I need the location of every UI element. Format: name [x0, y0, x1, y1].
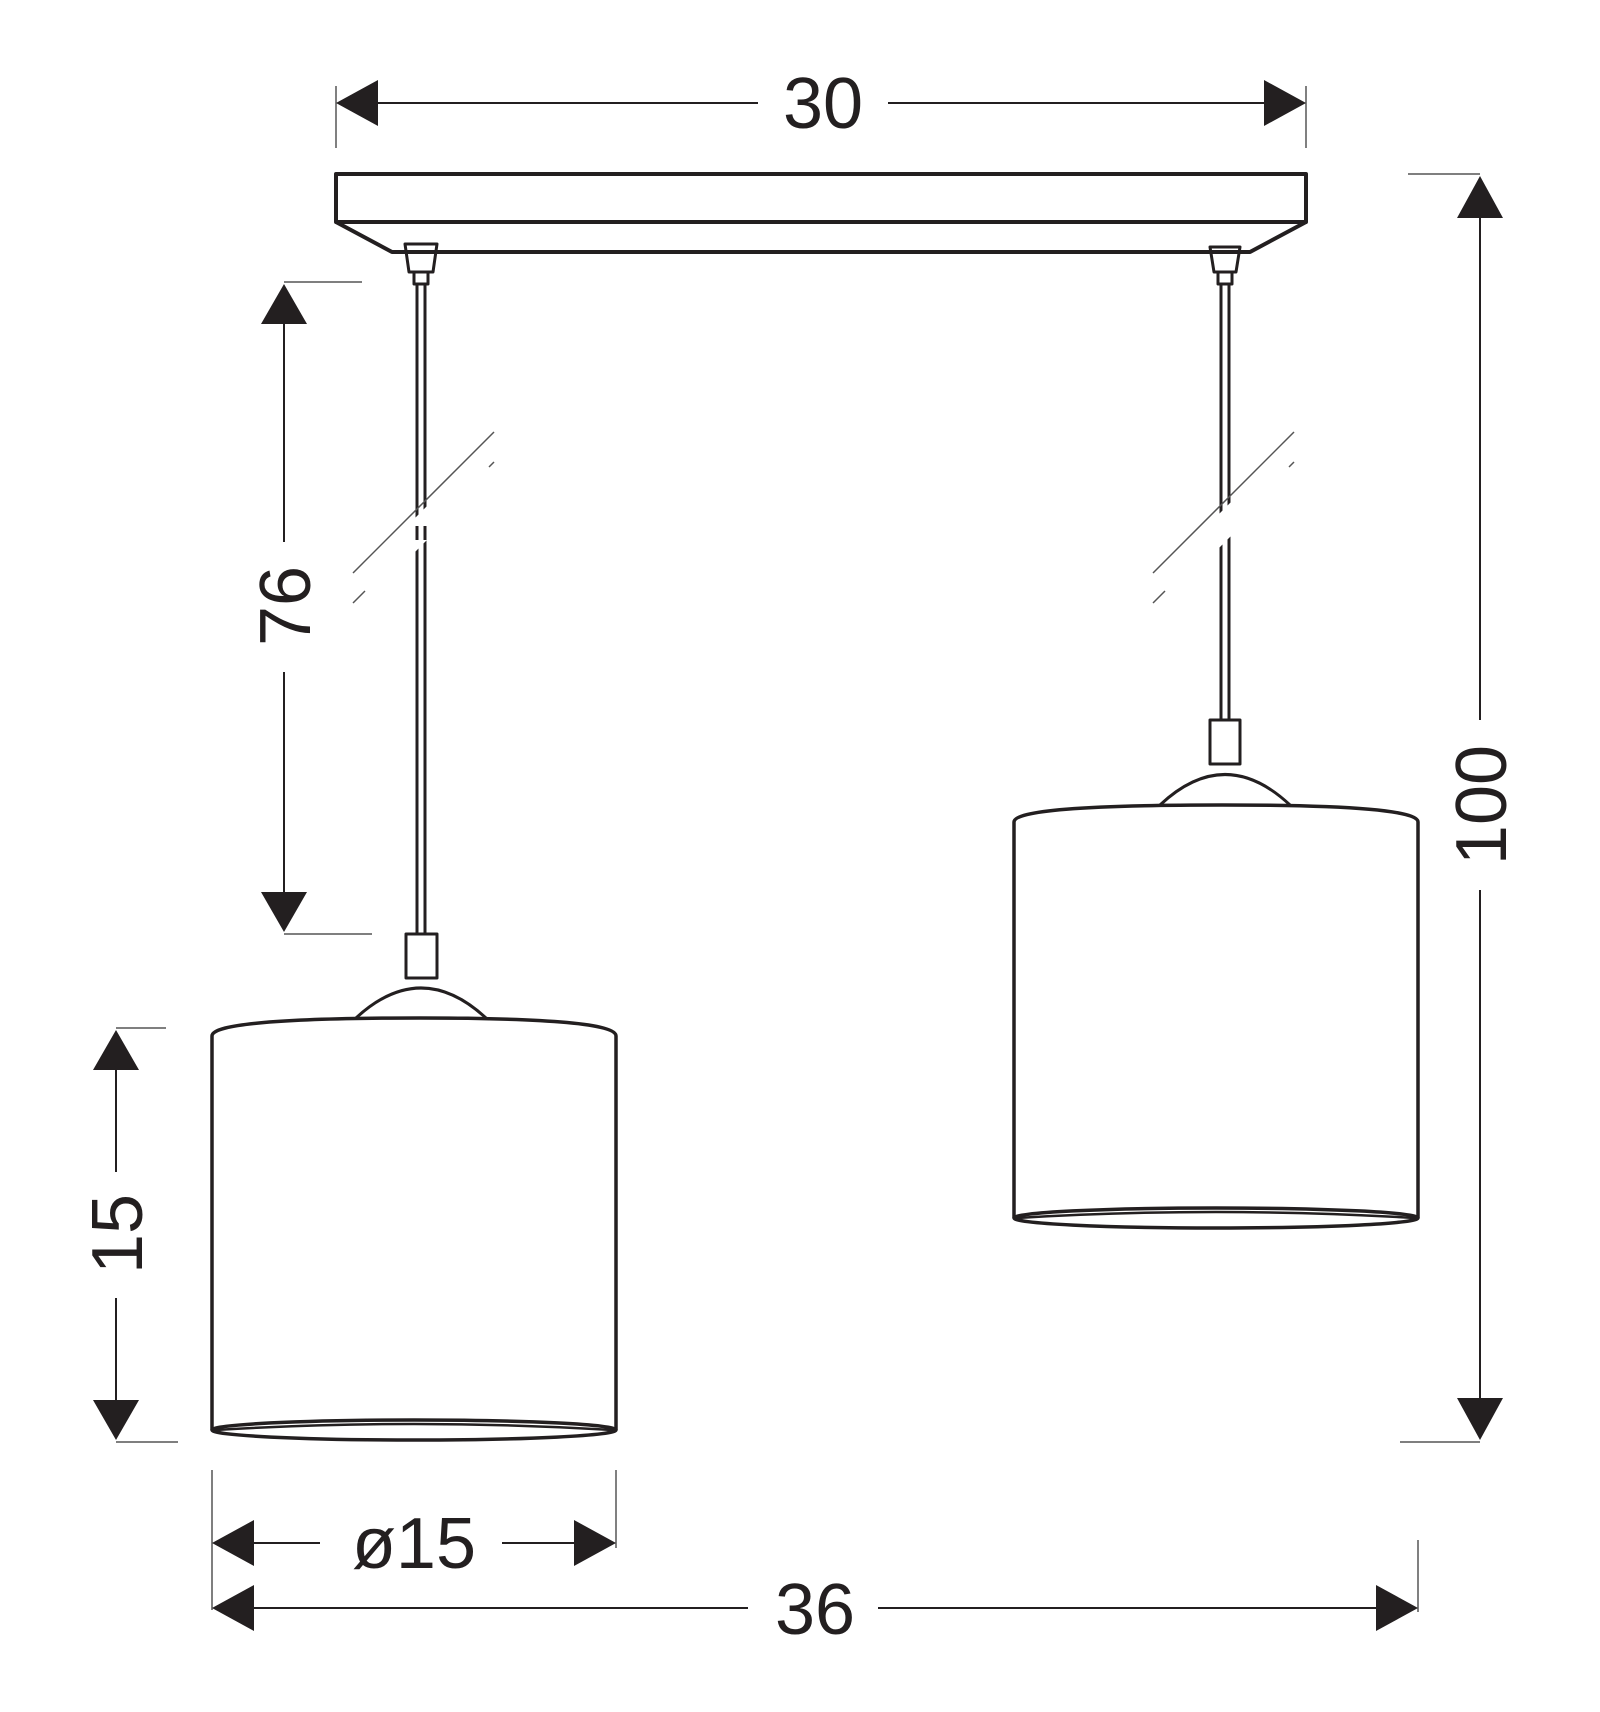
dimension-canopy-width: 30 [335, 64, 1307, 148]
dimension-cord-length: 76 [246, 281, 372, 935]
arrowhead-down [1457, 1398, 1503, 1440]
dimension-shade-height: 15 [78, 1027, 178, 1443]
arrowhead-left [336, 80, 378, 126]
ceiling-canopy [334, 172, 1308, 254]
dimension-total-height: 100 [1400, 173, 1522, 1443]
right-lamp-shade [1012, 803, 1420, 1230]
right-socket [1208, 718, 1242, 766]
arrowhead-down [93, 1400, 139, 1440]
cord-length-label: 76 [246, 566, 326, 646]
total-height-label: 100 [1442, 745, 1522, 865]
right-pendant [1012, 245, 1420, 1230]
arrowhead-right [1376, 1585, 1418, 1631]
dimension-shade-diameter: ø15 [211, 1470, 617, 1610]
canopy-width-label: 30 [783, 64, 863, 144]
right-cord-holder [1208, 245, 1242, 274]
arrowhead-down [261, 892, 307, 932]
arrowhead-up [93, 1030, 139, 1070]
shade-height-label: 15 [78, 1194, 158, 1274]
shade-diameter-label: ø15 [352, 1504, 476, 1584]
left-pendant [210, 242, 618, 1442]
right-cord-break-mark [1152, 431, 1295, 604]
left-cord-break-mark [352, 431, 495, 604]
arrowhead-left [212, 1520, 254, 1566]
arrowhead-left [212, 1585, 254, 1631]
left-cord-holder [403, 242, 439, 274]
arrowhead-right [1264, 80, 1306, 126]
left-lamp-shade [210, 1016, 618, 1442]
arrowhead-up [1457, 176, 1503, 218]
total-width-label: 36 [775, 1570, 855, 1650]
dimension-total-width: 36 [212, 1540, 1419, 1650]
left-socket [404, 932, 439, 980]
arrowhead-up [261, 284, 307, 324]
arrowhead-right [574, 1520, 616, 1566]
